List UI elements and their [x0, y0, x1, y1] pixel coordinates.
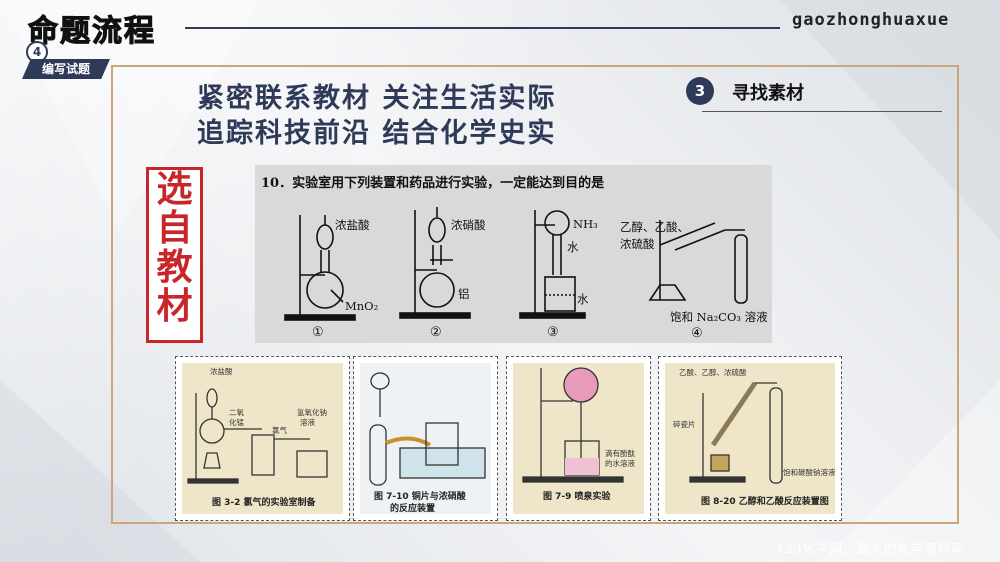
- slogan-line-1: 紧密联系教材 关注生活实际: [197, 83, 557, 114]
- figure-caption: 图 7-9 喷泉实验: [543, 492, 611, 502]
- figure-fountain: 滴有酚酞 的水溶液 图 7-9 喷泉实验: [506, 356, 651, 521]
- find-step-label: 寻找素材: [732, 83, 804, 104]
- content-frame: [111, 65, 959, 524]
- fig-label: 饱和碳酸钠溶液: [783, 468, 836, 477]
- apparatus-drawing: [284, 207, 748, 321]
- question-text: 10．实验室用下列装置和药品进行实验，一定能达到目的是: [261, 176, 605, 191]
- step-label: 编写试题: [22, 59, 110, 79]
- fig-label: 氢氧化钠: [297, 408, 327, 417]
- option-number: ①: [312, 325, 324, 340]
- fig-label: 乙酸、乙醇、浓硫酸: [679, 368, 747, 377]
- label-conc-hcl: 浓盐酸: [335, 218, 370, 232]
- source-tag-char: 选: [156, 169, 193, 210]
- option-number: ②: [430, 325, 442, 340]
- figure-drawing: [689, 381, 783, 484]
- label-na2co3: 饱和 Na₂CO₃ 溶液: [670, 310, 768, 324]
- figure-drawing: [369, 372, 486, 486]
- figure-ester: 乙酸、乙醇、浓硫酸 碎瓷片 饱和碳酸钠溶液 图 8-20 乙醇和乙酸反应装置图: [658, 356, 842, 521]
- source-tag-char: 自: [156, 208, 193, 249]
- label-conc-h2so4: 浓硫酸: [620, 237, 655, 251]
- figure-drawing: [187, 388, 328, 484]
- source-tag-char: 教: [156, 247, 193, 288]
- label-conc-hno3: 浓硝酸: [451, 218, 486, 232]
- figure-caption: 图 3-2 氯气的实验室制备: [212, 498, 316, 508]
- label-reagents: 乙醇、乙酸、: [620, 220, 689, 234]
- source-tag: 选 自 教 材: [146, 167, 203, 343]
- brand-text: gaozhonghuaxue: [792, 10, 950, 30]
- option-number: ④: [691, 326, 703, 341]
- find-step-rule: [702, 111, 942, 112]
- fig-label: 碎瓷片: [673, 420, 696, 429]
- figure-caption: 图 7-10 铜片与浓硝酸: [374, 492, 466, 502]
- slogan-line-2: 追踪科技前沿 结合化学史实: [197, 118, 557, 149]
- label-water: 水: [567, 240, 579, 254]
- figure-chlorine-prep: 浓盐酸 二氧 化锰 氯气 氢氧化钠 溶液 图 3-2 氯气的实验室制备: [175, 356, 350, 521]
- watermark: 123化学网，最大的化学资料库: [776, 542, 965, 557]
- figure-caption: 图 8-20 乙醇和乙酸反应装置图: [701, 497, 829, 507]
- option-number: ③: [547, 325, 559, 340]
- fig-label: 的水溶液: [605, 459, 635, 468]
- fig-label: 滴有酚酞: [605, 449, 635, 458]
- label-water: 水: [577, 292, 589, 306]
- label-aluminum: 铝: [458, 287, 470, 301]
- header-rule: [185, 27, 780, 29]
- question-image: 10．实验室用下列装置和药品进行实验，一定能达到目的是: [255, 165, 772, 343]
- fig-label: 氯气: [272, 426, 287, 435]
- page-title: 命题流程: [28, 14, 156, 50]
- fig-label: 浓盐酸: [210, 367, 233, 376]
- figure-caption-line2: 的反应装置: [390, 504, 436, 514]
- figure-drawing: [522, 367, 624, 483]
- fig-label: 化锰: [229, 418, 244, 427]
- label-nh3: NH₃: [573, 217, 598, 231]
- step-number: 4: [26, 41, 48, 63]
- source-tag-char: 材: [156, 286, 193, 327]
- find-step-number: 3: [686, 77, 714, 105]
- fig-label: 二氧: [229, 408, 244, 417]
- label-mno2: MnO₂: [345, 299, 379, 313]
- figure-copper-nitric: 图 7-10 铜片与浓硝酸 的反应装置: [353, 356, 498, 521]
- fig-label: 溶液: [300, 418, 315, 427]
